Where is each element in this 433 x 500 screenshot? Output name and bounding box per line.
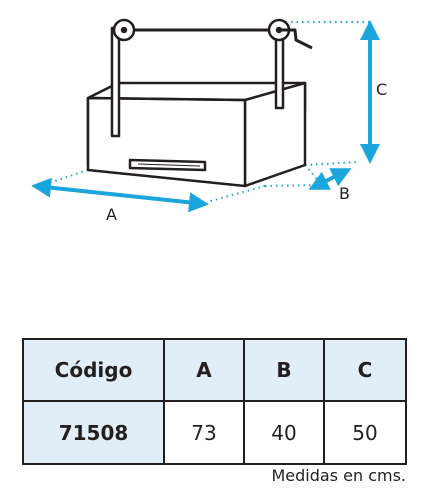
dimension-arrows [31,19,380,213]
measurements-table: Código A B C 71508 73 40 50 [22,338,407,465]
dimension-label-a: A [106,205,117,224]
barbecue-drawing [86,18,313,188]
dimension-arrow-b [308,168,352,190]
product-code: 71508 [22,400,165,465]
spit-support-left [110,26,121,138]
value-a: 73 [163,400,245,465]
header-b: B [243,338,325,402]
dimension-guide-lines [39,21,370,203]
crank-handle [281,28,313,50]
value-b: 40 [243,400,325,465]
barbecue-dimension-diagram [31,18,380,213]
dimension-label-c: C [376,80,388,99]
value-c: 50 [323,400,407,465]
header-c: C [323,338,407,402]
header-code: Código [22,338,165,402]
dimension-label-b: B [339,184,350,203]
units-note: Medidas en cms. [271,466,406,485]
dimension-arrow-a [31,177,209,213]
header-a: A [163,338,245,402]
table-row: 71508 73 40 50 [22,400,407,465]
table-header-row: Código A B C [22,338,407,402]
